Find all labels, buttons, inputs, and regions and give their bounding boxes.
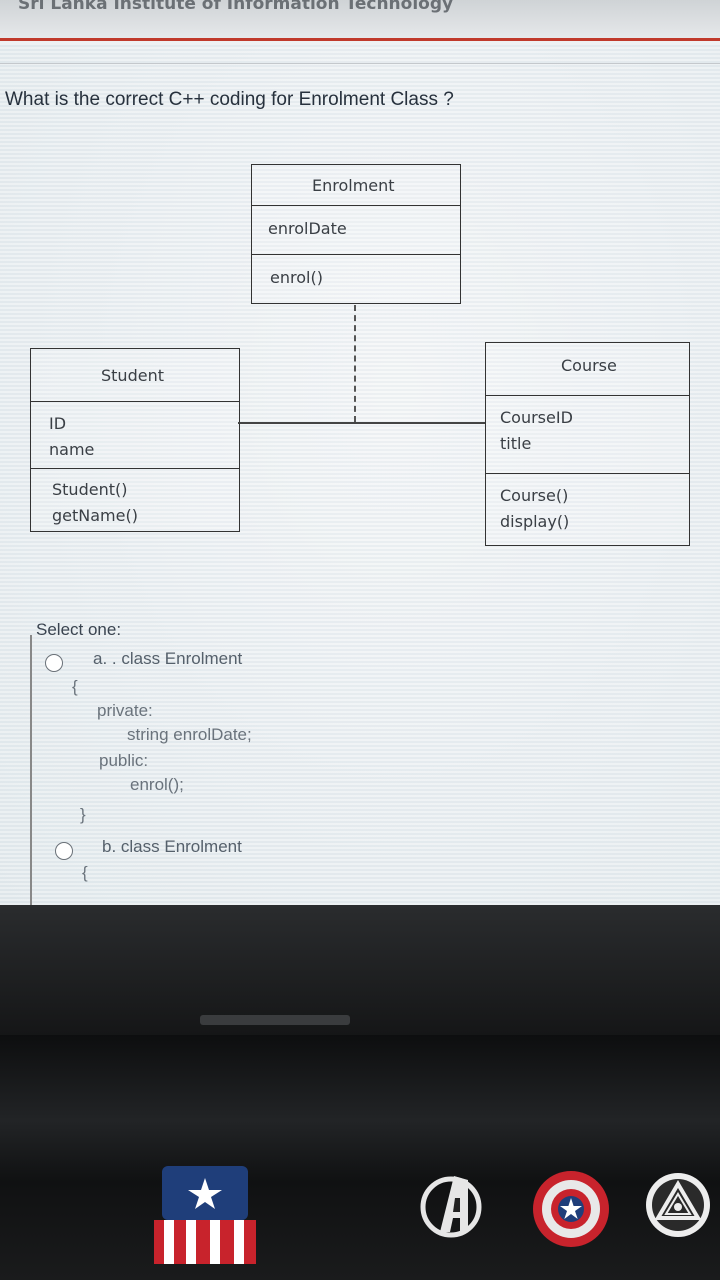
attribute-id: ID [49, 414, 67, 433]
association-line [238, 422, 485, 424]
laptop-body [0, 1035, 720, 1280]
method-getname: getName() [52, 506, 138, 525]
association-class-link [354, 305, 356, 422]
method-enrol: enrol() [270, 268, 323, 287]
institution-name: Sri Lanka Institute of Information Techn… [18, 0, 454, 14]
quiz-question-panel: What is the correct C++ coding for Enrol… [0, 45, 720, 905]
option-a-code-line: public: [99, 751, 149, 770]
option-b-label[interactable]: b. class Enrolment [102, 837, 242, 856]
method-student: Student() [52, 480, 128, 499]
attribute-name: name [49, 440, 95, 459]
option-b-code-line: { [82, 863, 88, 882]
uml-methods: enrol() [252, 255, 460, 301]
option-a-code-line: private: [97, 701, 153, 720]
method-course: Course() [500, 486, 569, 505]
uml-class-name: Course [486, 343, 689, 396]
attribute-title: title [500, 434, 532, 453]
option-a-radio[interactable] [45, 654, 63, 672]
iron-man-arc-reactor-sticker [646, 1173, 710, 1237]
option-a-code-line: } [80, 805, 86, 824]
attribute-enroldate: enrolDate [268, 219, 347, 238]
uml-attributes: CourseID title [486, 396, 689, 474]
option-a-code-line: { [72, 677, 78, 696]
class-name-student: Student [101, 366, 164, 385]
uml-class-student: Student ID name Student() getName() [30, 348, 240, 532]
option-a-code-line: string enrolDate; [127, 725, 252, 744]
uml-methods: Course() display() [486, 474, 689, 544]
captain-america-shorts-sticker [154, 1166, 256, 1264]
laptop-screen: Sri Lanka Institute of Information Techn… [0, 0, 720, 905]
method-display: display() [500, 512, 570, 531]
option-a-code-line: enrol(); [130, 775, 184, 794]
option-b-radio[interactable] [55, 842, 73, 860]
class-name-enrolment: Enrolment [312, 176, 395, 195]
uml-class-enrolment: Enrolment enrolDate enrol() [251, 164, 461, 304]
laptop-bezel [0, 905, 720, 1035]
uml-methods: Student() getName() [31, 469, 239, 529]
option-group-rule [30, 635, 32, 905]
captain-america-shield-sticker [533, 1171, 609, 1247]
uml-attributes: enrolDate [252, 206, 460, 255]
site-header: Sri Lanka Institute of Information Techn… [0, 0, 720, 41]
uml-class-name: Student [31, 349, 239, 402]
divider [0, 63, 720, 64]
laptop-hinge [200, 1015, 350, 1025]
uml-attributes: ID name [31, 402, 239, 469]
avengers-logo-sticker [420, 1176, 482, 1238]
uml-class-name: Enrolment [252, 165, 460, 206]
option-a-label[interactable]: a. . class Enrolment [93, 649, 243, 668]
uml-class-course: Course CourseID title Course() display() [485, 342, 690, 546]
question-text: What is the correct C++ coding for Enrol… [5, 89, 454, 110]
class-name-course: Course [561, 356, 617, 375]
attribute-courseid: CourseID [500, 408, 573, 427]
select-one-label: Select one: [36, 620, 122, 639]
